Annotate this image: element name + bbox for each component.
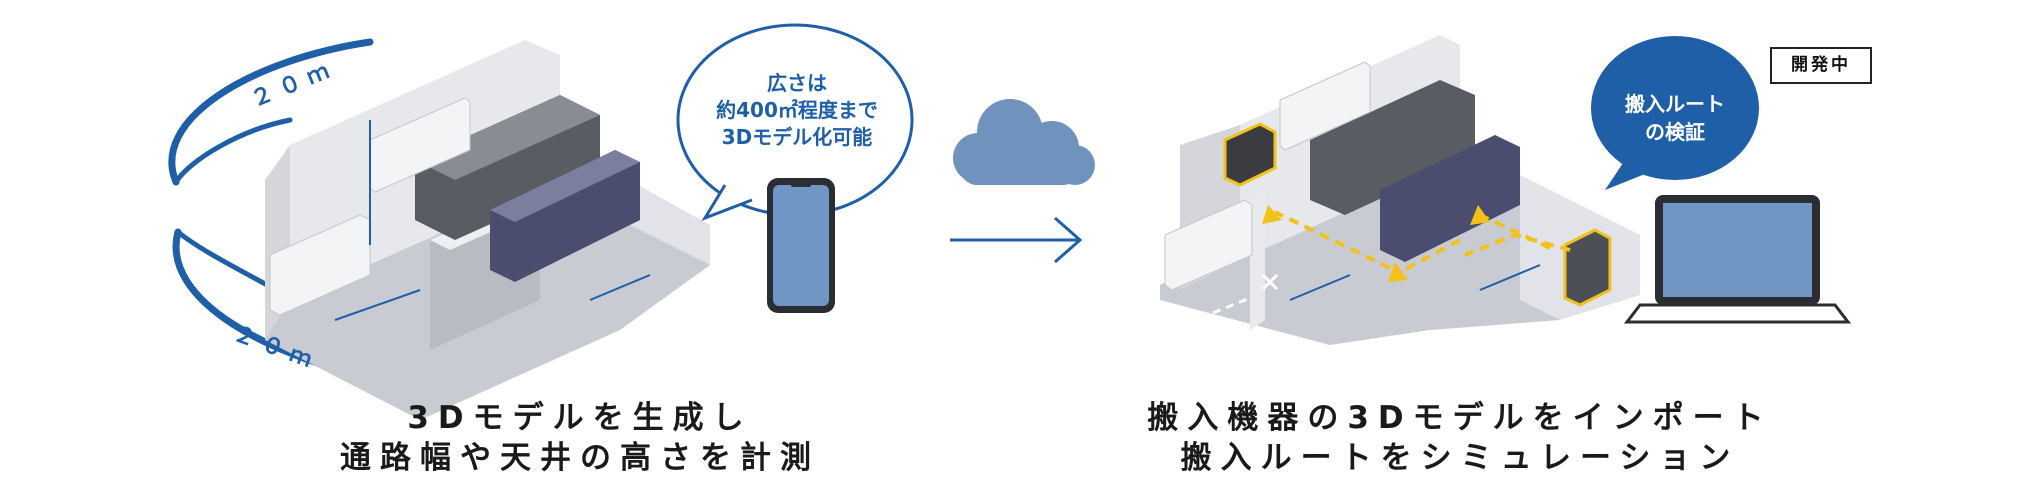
bubble-right-text: 搬入ルート の検証 xyxy=(1590,90,1760,146)
bubble-left-line-1: 広さは xyxy=(767,71,827,95)
room-front-wall-right xyxy=(620,175,710,265)
arrow-right-icon xyxy=(950,216,1083,264)
speech-bubble-right xyxy=(1591,36,1759,190)
cabinets-left xyxy=(269,214,371,316)
bubble-left-line-2: 約400㎡程度まで xyxy=(716,98,878,122)
caption-right: 搬入機器の3Dモデルをインポート 搬入ルートをシミュレーション xyxy=(1110,398,1810,478)
caption-left-line-1: 3Dモデルを生成し xyxy=(407,400,753,436)
bubble-left-text: 広さは 約400㎡程度まで 3Dモデル化可能 xyxy=(677,70,917,151)
bubble-right-line-1: 搬入ルート xyxy=(1625,92,1725,116)
bubble-right-line-2: の検証 xyxy=(1645,120,1705,144)
blocked-mark xyxy=(1261,273,1279,291)
server-block-front-top xyxy=(490,150,640,222)
server-rack-icon xyxy=(1563,228,1612,307)
route-arrows xyxy=(1274,210,1571,274)
smartphone-icon xyxy=(767,178,835,313)
caption-right-line-2: 搬入ルートをシミュレーション xyxy=(1180,440,1740,476)
server-block-back-right xyxy=(1310,80,1475,215)
bubble-left-line-3: 3Dモデル化可能 xyxy=(721,125,873,149)
room-model-right xyxy=(1160,35,1640,345)
dimension-arc-bottom-hook xyxy=(175,229,283,295)
laptop-icon xyxy=(1623,195,1852,324)
cabinets-back-right xyxy=(1279,61,1371,151)
caption-left: 3Dモデルを生成し 通路幅や天井の高さを計測 xyxy=(300,398,860,478)
cloud-icon xyxy=(953,99,1095,185)
cabinets-left-right xyxy=(1164,199,1253,291)
floor-line-right-1 xyxy=(1289,274,1351,301)
dimension-arc-top xyxy=(168,38,374,186)
dimension-arc-top-hook xyxy=(173,117,293,185)
development-badge: 開発中 xyxy=(1770,47,1872,84)
server-block-back-top xyxy=(415,95,600,180)
entry-arrow xyxy=(1199,296,1251,320)
server-block-front-right xyxy=(1380,135,1520,262)
route-arrowheads xyxy=(1262,205,1490,282)
server-block-front xyxy=(490,150,640,282)
equipment-highlight-back xyxy=(1223,122,1277,187)
caption-right-line-1: 搬入機器の3Dモデルをインポート xyxy=(1147,400,1773,436)
floor-line-2 xyxy=(589,274,651,301)
partition-right xyxy=(1250,190,1265,330)
room-model-left xyxy=(265,40,710,420)
speech-bubble-left xyxy=(676,23,914,221)
caption-left-line-2: 通路幅や天井の高さを計測 xyxy=(340,440,820,476)
floor-line-right-2 xyxy=(1479,264,1541,291)
floor-line-1 xyxy=(334,289,421,321)
